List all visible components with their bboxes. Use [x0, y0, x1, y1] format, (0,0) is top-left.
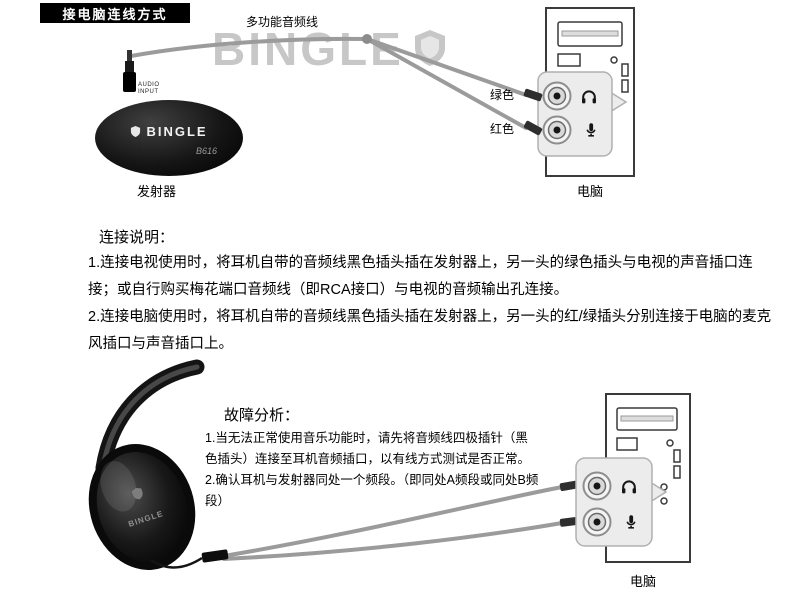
crest-icon	[131, 126, 141, 137]
mic-jack	[542, 115, 572, 145]
fault-item-2: 2.确认耳机与发射器同处一个频段。（即同处A频段或同处B频段）	[205, 473, 539, 508]
computer-caption-top: 电脑	[577, 184, 604, 199]
connection-item-2: 2.连接电脑使用时，将耳机自带的音频线黑色插头插在发射器上，另一头的红/绿插头分…	[88, 309, 772, 352]
transmitter-brand: BINGLE	[146, 124, 208, 139]
bottom-audio-cable	[222, 485, 564, 561]
crest-icon	[131, 487, 143, 500]
red-plug-bottom	[559, 517, 578, 527]
connection-instructions: 1.连接电视使用时，将耳机自带的音频线黑色插头插在发射器上，另一头的绿色插头与电…	[88, 250, 778, 358]
transmitter-logo: BINGLE	[95, 124, 243, 139]
transmitter-plug	[123, 50, 136, 92]
audio-input-label: AUDIO INPUT	[138, 82, 160, 95]
cable-junction	[362, 34, 372, 44]
headphone-image: BINGLE	[88, 359, 205, 570]
computer-caption-bottom: 电脑	[630, 574, 657, 589]
headphone-jack	[542, 81, 572, 111]
headphone-cord	[150, 556, 203, 569]
cable-label: 多功能音频线	[246, 15, 319, 29]
transmitter-device: BINGLE B616	[95, 100, 243, 176]
bottom-headphone-plug	[201, 549, 229, 563]
red-jack-label: 红色	[490, 122, 515, 136]
headphone-jack	[582, 471, 612, 501]
section-title: 接电脑连线方式	[40, 3, 190, 23]
bottom-audio-panel	[575, 457, 668, 547]
top-audio-cable	[129, 36, 528, 130]
fault-item-1: 1.当无法正常使用音乐功能时，请先将音频线四极插针（黑色插头）连接至耳机音频插口…	[205, 431, 531, 466]
green-plug-bottom	[559, 480, 578, 492]
transmitter-model: B616	[195, 146, 217, 156]
mic-jack	[582, 507, 612, 537]
mic-icon	[626, 515, 636, 529]
fault-heading: 故障分析：	[224, 407, 300, 424]
brand-watermark-text: BINGLE	[212, 23, 404, 75]
green-jack-label: 绿色	[490, 88, 515, 102]
headphone-icon	[622, 480, 636, 494]
top-audio-panel	[537, 71, 628, 157]
connection-item-1: 1.连接电视使用时，将耳机自带的音频线黑色插头插在发射器上，另一头的绿色插头与电…	[88, 255, 753, 298]
brand-watermark: BINGLE	[212, 26, 448, 72]
headphone-icon	[582, 90, 596, 104]
red-plug-top	[523, 120, 543, 136]
connection-heading: 连接说明：	[99, 229, 175, 246]
ear-cup: BINGLE	[88, 444, 196, 570]
mic-icon	[586, 123, 596, 137]
fault-instructions: 1.当无法正常使用音乐功能时，请先将音频线四极插针（黑色插头）连接至耳机音频插口…	[205, 428, 539, 512]
green-plug-top	[523, 88, 543, 102]
transmitter-caption: 发射器	[137, 184, 177, 199]
